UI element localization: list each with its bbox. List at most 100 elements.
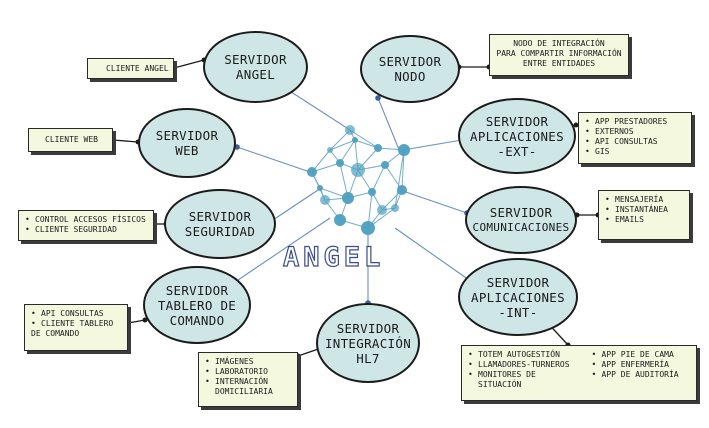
note-hl7-list: IMÁGENES LABORATORIO INTERNACIÓN xyxy=(205,357,291,387)
spoke-line xyxy=(269,189,319,223)
network-node xyxy=(374,144,382,152)
note-app-int-item: APP PIE DE CAMA xyxy=(592,350,679,360)
server-nodo-line2: NODO xyxy=(394,69,426,84)
note-app-int-item: LLAMADORES-TURNEROS xyxy=(468,360,570,370)
note-tablero-item: CLIENTE TABLERO xyxy=(31,319,121,329)
network-edge xyxy=(339,139,356,164)
server-comunicaciones-line1: SERVIDOR xyxy=(489,205,553,220)
network-node xyxy=(336,159,344,167)
callout-dot xyxy=(573,122,579,128)
server-angel-node[interactable]: SERVIDOR ANGEL xyxy=(203,31,308,103)
note-app-int-item: APP ENFERMERÍA xyxy=(592,360,679,370)
note-app-ext-item: GIS xyxy=(585,147,685,157)
callout-line xyxy=(127,319,146,324)
server-hl7-line3: HL7 xyxy=(356,350,380,366)
spoke-line xyxy=(399,189,468,214)
server-angel-line2: ANGEL xyxy=(235,67,276,82)
callout-line xyxy=(112,139,139,143)
server-app-ext-line3: -EXT- xyxy=(497,143,537,159)
note-comunicaciones: MENSAJERÍA INSTANTÁNEA EMAILS xyxy=(598,190,690,240)
server-app-int-line3: -INT- xyxy=(498,304,538,320)
network-node xyxy=(377,205,387,215)
server-app-int-node[interactable]: SERVIDOR APLICACIONES -INT- xyxy=(458,258,578,336)
network-edge xyxy=(394,149,405,209)
note-app-int-item: MONITORES DE xyxy=(468,370,570,380)
spoke-line xyxy=(236,146,311,173)
note-app-ext-item: APP PRESTADORES xyxy=(585,117,685,127)
server-seguridad-line2: SEGURIDAD xyxy=(184,224,256,239)
note-nodo-line3: ENTRE ENTIDADES xyxy=(522,59,596,68)
note-comunicaciones-item: EMAILS xyxy=(605,215,683,225)
server-web-node[interactable]: SERVIDOR WEB xyxy=(138,108,236,178)
network-node xyxy=(342,192,354,204)
network-edge xyxy=(371,164,386,193)
note-seguridad-item: CONTROL ACCESOS FÍSICOS xyxy=(25,215,147,225)
server-app-int-line1: SERVIDOR xyxy=(486,274,550,290)
note-seguridad: CONTROL ACCESOS FÍSICOS CLIENTE SEGURIDA… xyxy=(18,210,154,241)
server-comunicaciones-node[interactable]: SERVIDOR COMUNICACIONES xyxy=(465,186,577,254)
note-tablero-item: API CONSULTAS xyxy=(31,309,121,319)
note-cliente-web-text: CLIENTE WEB xyxy=(45,135,98,144)
note-comunicaciones-list: MENSAJERÍA INSTANTÁNEA EMAILS xyxy=(605,195,683,225)
note-nodo: NODO DE INTEGRACIÓN PARA COMPARTIR INFOR… xyxy=(489,34,629,76)
server-app-ext-line1: SERVIDOR xyxy=(485,113,549,129)
note-comunicaciones-item: MENSAJERÍA xyxy=(605,195,683,205)
note-app-int: TOTEM AUTOGESTIÓN LLAMADORES-TURNEROS MO… xyxy=(461,345,697,401)
spoke-line xyxy=(377,97,401,153)
network-edge xyxy=(349,129,379,149)
angel-logo: ANGEL xyxy=(282,241,385,273)
note-cliente-angel: CLIENTE ANGEL xyxy=(87,58,174,79)
note-nodo-line2: PARA COMPARTIR INFORMACIÓN xyxy=(496,49,622,58)
note-hl7-item: LABORATORIO xyxy=(205,367,291,377)
server-seguridad-line1: SERVIDOR xyxy=(188,209,252,224)
note-app-int-continuation: SITUACIÓN xyxy=(478,380,522,389)
server-tablero-line3: COMANDO xyxy=(169,312,225,328)
network-edge xyxy=(401,149,405,191)
server-tablero-node[interactable]: SERVIDOR TABLERO DE COMANDO xyxy=(143,266,251,344)
note-tablero-list: API CONSULTAS CLIENTE TABLERO xyxy=(31,309,121,329)
network-node xyxy=(317,185,323,191)
note-seguridad-list: CONTROL ACCESOS FÍSICOS CLIENTE SEGURIDA… xyxy=(25,215,147,235)
note-tablero: API CONSULTAS CLIENTE TABLERO DE COMANDO xyxy=(24,304,128,351)
network-node xyxy=(398,144,410,156)
server-hl7-line2: INTEGRACIÓN xyxy=(324,335,412,351)
spoke-line xyxy=(394,227,473,283)
note-seguridad-item: CLIENTE SEGURIDAD xyxy=(25,225,147,235)
server-app-int-line2: APLICACIONES xyxy=(471,289,565,305)
network-node xyxy=(368,188,376,196)
network-node xyxy=(381,161,389,169)
network-node xyxy=(345,125,355,135)
network-edge xyxy=(384,164,403,191)
server-nodo-line1: SERVIDOR xyxy=(378,54,442,69)
note-app-int-item: TOTEM AUTOGESTIÓN xyxy=(468,350,570,360)
server-app-ext-node[interactable]: SERVIDOR APLICACIONES -EXT- xyxy=(458,98,576,174)
network-node xyxy=(352,137,358,143)
network-node xyxy=(397,185,407,195)
server-nodo-node[interactable]: SERVIDOR NODO xyxy=(360,35,460,103)
server-app-ext-line2: APLICACIONES xyxy=(470,128,564,144)
server-tablero-line1: SERVIDOR xyxy=(165,282,229,298)
network-node xyxy=(351,163,365,177)
note-app-int-columns: TOTEM AUTOGESTIÓN LLAMADORES-TURNEROS MO… xyxy=(468,350,690,390)
note-app-int-item: APP DE AUDITORÍA xyxy=(592,370,679,380)
server-web-line2: WEB xyxy=(175,143,199,158)
spoke-line xyxy=(234,217,331,283)
network-edge xyxy=(329,139,356,151)
note-cliente-web: CLIENTE WEB xyxy=(28,128,113,152)
network-node xyxy=(361,221,375,235)
server-seguridad-node[interactable]: SERVIDOR SEGURIDAD xyxy=(164,189,276,259)
spoke-line xyxy=(402,139,463,151)
note-comunicaciones-item: INSTANTÁNEA xyxy=(605,205,683,215)
callout-line xyxy=(173,59,205,69)
note-hl7-continuation: DOMICILIARIA xyxy=(215,387,273,396)
spoke-endpoint-dot xyxy=(375,95,381,101)
note-hl7-item: INTERNACIÓN xyxy=(205,377,291,387)
network-node xyxy=(334,214,346,226)
note-cliente-angel-text: CLIENTE ANGEL xyxy=(106,64,169,73)
server-web-line1: SERVIDOR xyxy=(155,128,219,143)
network-node xyxy=(320,195,330,205)
note-app-int-col1: TOTEM AUTOGESTIÓN LLAMADORES-TURNEROS MO… xyxy=(468,350,570,390)
note-app-ext: APP PRESTADORES EXTERNOS API CONSULTAS G… xyxy=(578,112,692,164)
note-hl7: IMÁGENES LABORATORIO INTERNACIÓN DOMICIL… xyxy=(198,352,298,407)
server-hl7-node[interactable]: SERVIDOR INTEGRACIÓN HL7 xyxy=(316,303,420,383)
